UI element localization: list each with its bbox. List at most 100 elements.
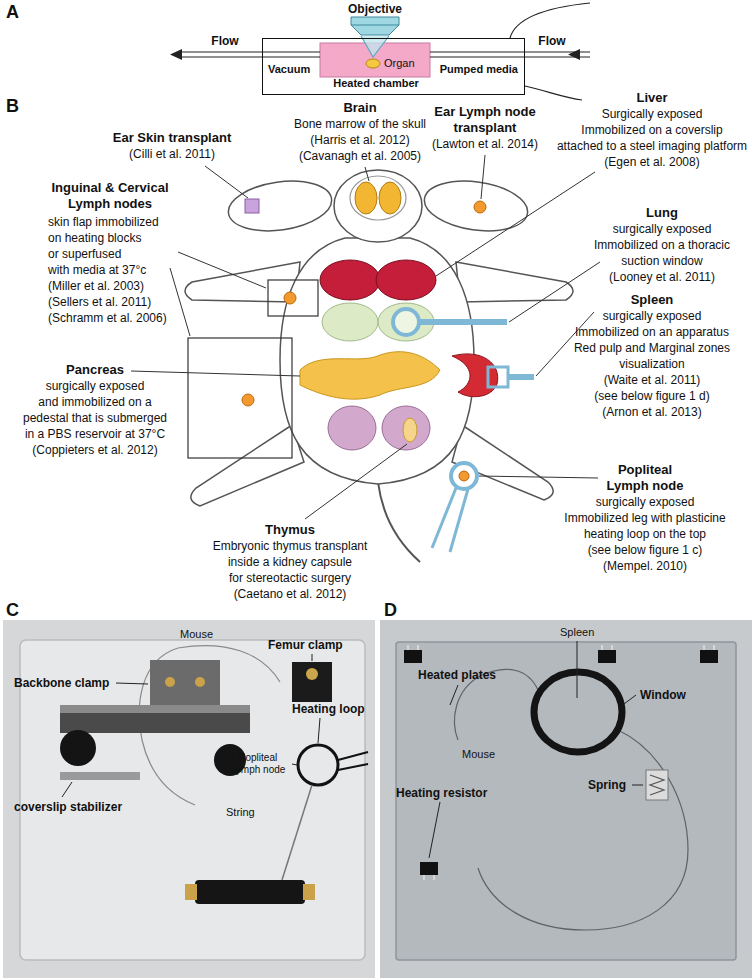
callout-text: surgically exposed (46, 378, 145, 394)
suction-window (393, 309, 419, 335)
callout-title: Ear Skin transplant (113, 130, 231, 146)
flow-arrowhead (170, 49, 182, 60)
callout-text: (Caetano et al. 2012) (234, 586, 347, 602)
callout-text: and immobilized on a (38, 394, 151, 410)
mouse-head (334, 170, 422, 242)
zoom-box (268, 280, 318, 316)
objective-label: Objective (348, 2, 402, 16)
chamber-label: Heated chamber (333, 77, 419, 90)
callout-title: Ear Lymph node transplant (425, 104, 545, 136)
callout-text: (Cavanagh et al. 2005) (299, 148, 421, 164)
part-label: Popliteal Lymph node (227, 752, 289, 776)
leader-line (509, 262, 600, 322)
mouse-tail (378, 482, 420, 562)
mouse-cartoon (185, 170, 573, 562)
resistor-symbol (420, 862, 438, 875)
organ-shape (365, 58, 381, 69)
leader-line (205, 166, 248, 198)
objective-shape (349, 16, 401, 36)
callout-text: (see below figure 1 c) (588, 542, 703, 558)
brass-end (185, 884, 197, 900)
callout-title: Lung (646, 205, 678, 221)
brass-screw (165, 677, 175, 687)
inlet-label: Pumped media (440, 63, 518, 76)
callout-text: (see below figure 1 d) (594, 388, 709, 404)
brass-screw (306, 668, 318, 680)
loop-wire (338, 752, 368, 760)
objective-band (351, 25, 399, 26)
leader-lines (62, 654, 320, 797)
callout-text: Bone marrow of the skull (294, 116, 426, 132)
organ-sample: Organ (365, 57, 415, 70)
callout-text: with media at 37°c (48, 262, 146, 278)
callout-text: surgically exposed (613, 221, 712, 237)
callout-text: (Sellers et al. 2011) (48, 294, 151, 310)
clamp-knob (60, 730, 96, 766)
mouse-limb (456, 262, 573, 302)
organ-label: Organ (384, 57, 415, 70)
clamp-rail (60, 705, 250, 713)
resistor-pin (423, 875, 425, 880)
leader-line (624, 695, 636, 704)
callout-text: Embryonic thymus transplant (213, 538, 368, 554)
leader-line (577, 641, 578, 698)
part-label: Heated plates (418, 668, 496, 682)
leader-lines (131, 155, 600, 519)
kidney-shape (328, 406, 376, 450)
part-label: Heating resistor (396, 786, 487, 800)
flow-arrowhead (568, 49, 580, 60)
heater-cable (510, 3, 590, 38)
leader-line (436, 172, 595, 276)
outflow-tube (180, 56, 320, 57)
holder-arm (508, 374, 534, 380)
callout-text: heating loop on the top (584, 526, 706, 542)
panel-letter: C (6, 600, 19, 620)
callout-text: pedestal that is submerged (23, 410, 167, 426)
window-handle (419, 319, 507, 325)
callout-title: Popliteal Lymph node (600, 462, 690, 494)
lymph-node-dot (474, 201, 486, 213)
callout-text: (Coppieters et al. 2012) (32, 442, 157, 458)
callout-title: Inguinal & Cervical Lymph nodes (40, 180, 180, 212)
part-label: Backbone clamp (14, 676, 109, 690)
callout-text: (Miller et al. 2003) (48, 278, 144, 294)
mouse-outline (454, 676, 480, 740)
imaging-window (534, 672, 622, 752)
tension-device (195, 880, 305, 904)
part-label: coverslip stabilizer (14, 800, 122, 814)
popliteal-window (451, 463, 477, 489)
clamp-rail (60, 705, 250, 733)
heater-cable (525, 86, 582, 100)
part-label: Mouse (462, 748, 495, 761)
callout-text: Red pulp and Marginal zones (574, 340, 730, 356)
flow-label: Flow (211, 34, 238, 48)
spring-part (646, 770, 668, 800)
lymph-node-dot (284, 292, 296, 304)
callout-text: (Schramm et al. 2006) (48, 310, 167, 326)
callout-text: (Harris et al. 2012) (310, 132, 409, 148)
panel-letter: D (384, 600, 397, 620)
leader-line (481, 155, 485, 199)
leader-line (312, 654, 313, 661)
mouse-limb (191, 425, 304, 506)
callout-text: visualization (619, 356, 684, 372)
resistor-pin (601, 645, 603, 650)
objective-lens: Objective (348, 2, 402, 36)
callout-text: (Looney et al. 2011) (609, 269, 715, 285)
resistor-symbol (598, 650, 616, 663)
spleen-shape (452, 354, 498, 397)
inflow-tube (430, 51, 590, 52)
part-label: Window (640, 688, 686, 702)
callout-text: Immobilized leg with plasticine (564, 510, 725, 526)
spring-coil (650, 775, 664, 795)
holder-arm (450, 489, 468, 552)
callout-text: for stereotactic surgery (229, 570, 351, 586)
femur-clamp (292, 662, 332, 702)
resistor-pin (611, 645, 613, 650)
leader-line (318, 718, 320, 743)
mouse-limb (452, 425, 553, 500)
callout-text: Immobilized on a thoracic (594, 237, 730, 253)
callout-text: Immobilized on a coverslip (581, 122, 722, 138)
callout-title: Spleen (631, 292, 674, 308)
